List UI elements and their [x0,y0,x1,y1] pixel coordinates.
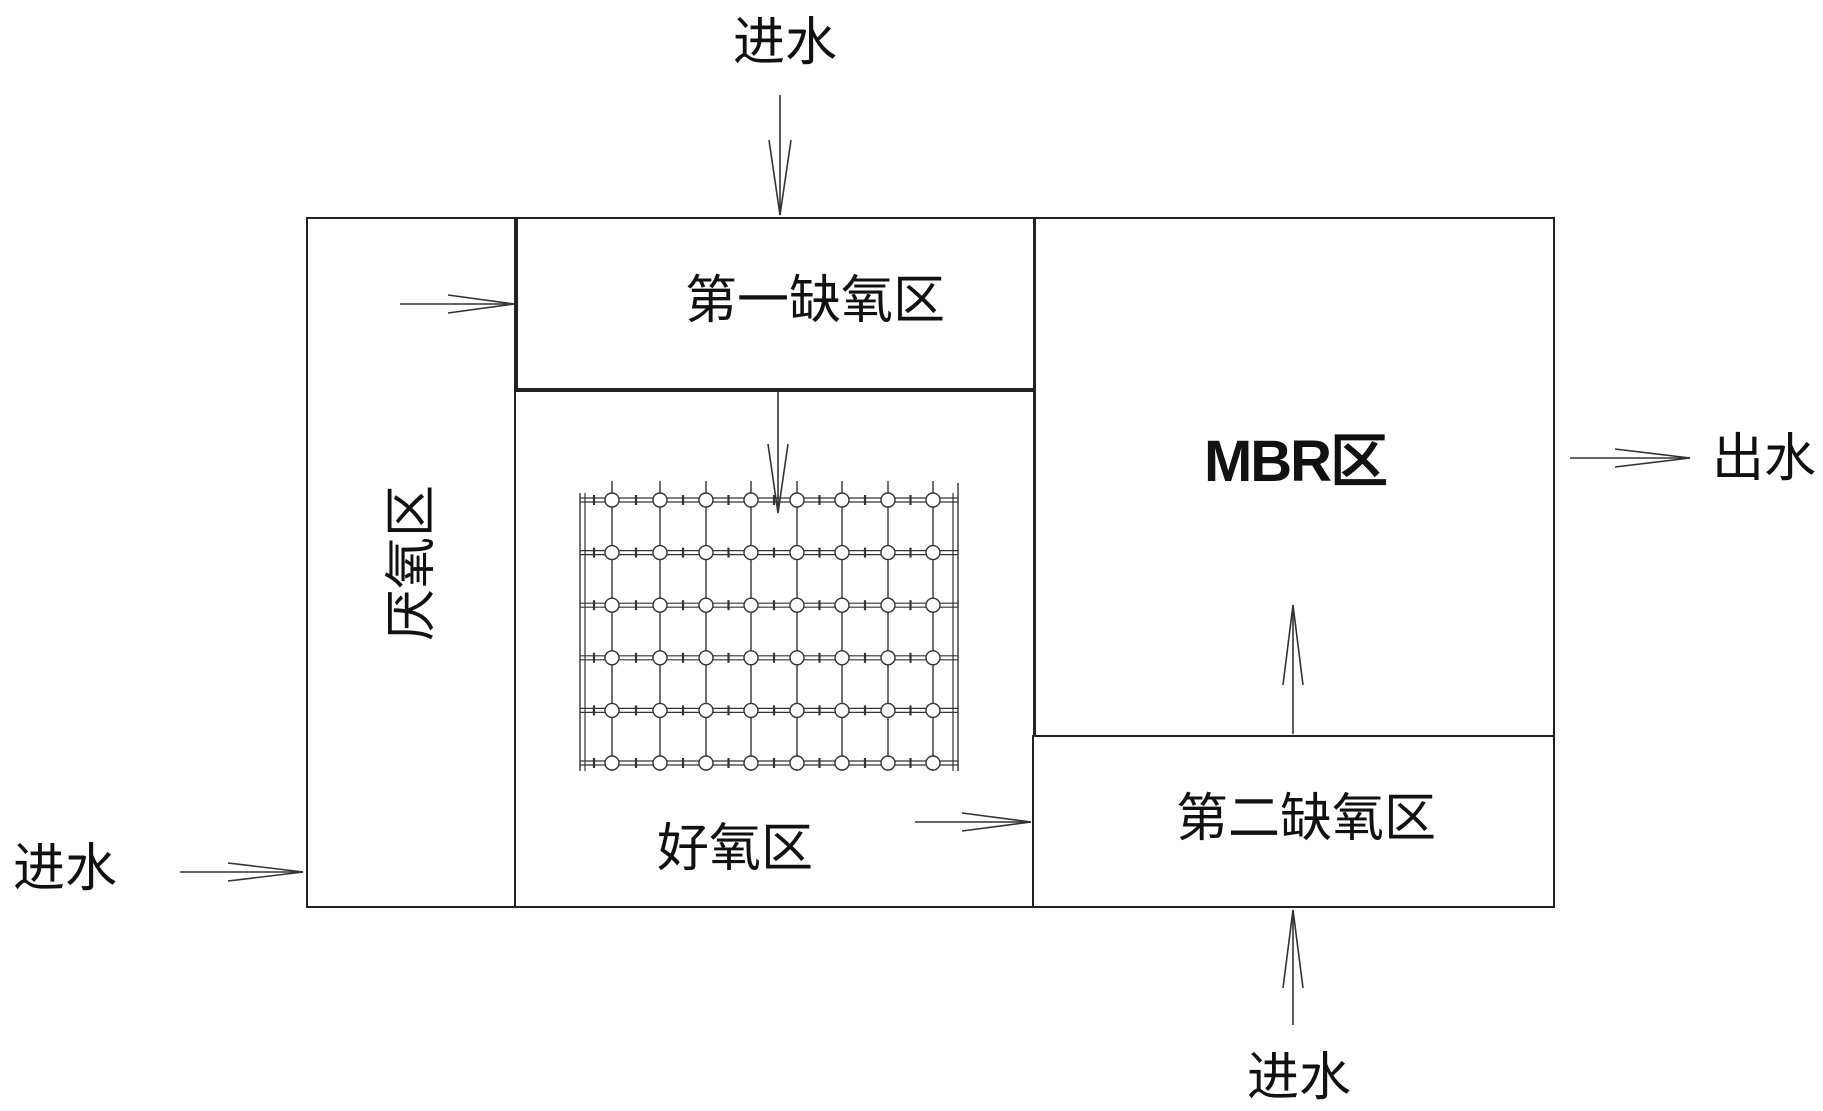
arrow-inlet-top [768,95,792,216]
arrow-aerobic-to-anoxic-2 [915,812,1032,832]
arrow-anoxic-1-to-aerobic [767,391,789,514]
diffuser-circle-icon [925,702,941,719]
anoxic-zone-2 [1032,735,1555,908]
diffuser-circle-icon [743,544,759,561]
diffuser-circle-icon [880,650,896,666]
aeration-diffuser-grid [579,481,959,771]
diffuser-circle-icon [604,544,620,561]
aerobic-zone-label: 好氧区 [657,819,813,879]
diffuser-circle-icon [834,544,850,561]
aerobic-zone [514,390,1035,908]
diffuser-circle-icon [652,755,668,771]
diffuser-circle-icon [925,544,941,561]
anaerobic-zone-label: 厌氧区 [382,485,442,641]
diffuser-circle-icon [789,597,805,613]
diffuser-circle-icon [743,650,759,666]
inlet-top-label: 进水 [733,13,837,73]
inlet-bottom-label: 进水 [1247,1048,1351,1108]
diffuser-circle-icon [652,544,668,561]
mbr-zone [1034,217,1555,737]
diffuser-circle-icon [834,755,850,771]
diffuser-circle-icon [743,597,759,613]
diffuser-circle-icon [789,544,805,561]
diffuser-circle-icon [698,544,714,561]
diffuser-circle-icon [880,492,896,508]
mbr-zone-label: MBR区 [1204,429,1387,494]
diffuser-circle-icon [652,650,668,666]
diffuser-circle-icon [743,755,759,771]
diffuser-circle-icon [604,650,620,666]
diffuser-circle-icon [789,492,805,508]
diffuser-circle-icon [604,597,620,613]
diffuser-circle-icon [834,597,850,613]
diffuser-circle-icon [925,755,941,771]
inlet-left-label: 进水 [13,839,117,899]
anoxic-zone-1 [516,217,1035,390]
diffuser-circle-icon [743,492,759,508]
arrow-outlet [1570,448,1691,468]
diffuser-circle-icon [652,702,668,719]
diffuser-circle-icon [834,702,850,719]
arrow-anaerobic-to-anoxic-1 [400,294,515,314]
outlet-label: 出水 [1712,429,1816,489]
arrow-inlet-left [180,862,304,882]
anaerobic-zone [306,217,516,908]
diffuser-circle-icon [652,492,668,508]
diffuser-circle-icon [789,702,805,719]
arrow-inlet-bottom [1282,909,1304,1025]
diffuser-circle-icon [880,755,896,771]
diffuser-circle-icon [698,755,714,771]
anoxic-zone-1-label: 第一缺氧区 [685,271,945,331]
diffuser-circle-icon [834,650,850,666]
diffuser-circle-icon [789,650,805,666]
diffuser-circle-icon [743,702,759,719]
diffuser-circle-icon [698,650,714,666]
diffuser-circle-icon [880,597,896,613]
diffuser-circle-icon [652,597,668,613]
diffuser-circle-icon [698,702,714,719]
diffuser-circle-icon [834,492,850,508]
diffuser-circle-icon [925,597,941,613]
diffuser-circle-icon [698,597,714,613]
diffuser-circle-icon [604,492,620,508]
anoxic-zone-2-label: 第二缺氧区 [1176,789,1436,849]
diffuser-circle-icon [789,755,805,771]
diffuser-circle-icon [604,702,620,719]
diffuser-circle-icon [698,492,714,508]
diffuser-circle-icon [880,702,896,719]
diffuser-circle-icon [925,492,941,508]
diffuser-circle-icon [604,755,620,771]
arrow-anoxic-2-to-mbr [1282,604,1304,734]
diffuser-circle-icon [880,544,896,561]
diffuser-circle-icon [925,650,941,666]
